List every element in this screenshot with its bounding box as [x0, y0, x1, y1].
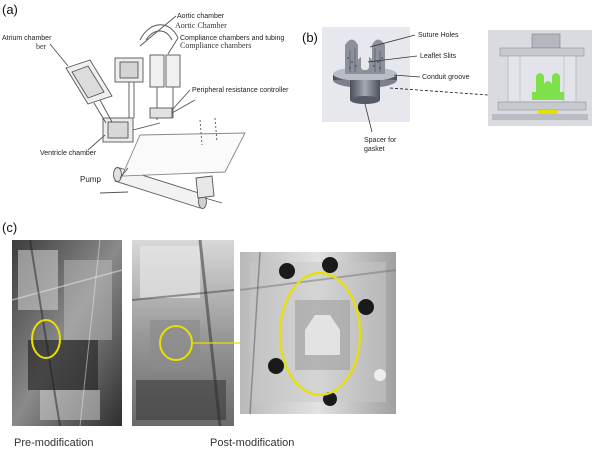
label-ventricle-chamber: Ventricle chamber [40, 150, 97, 157]
label-spacer-line1: Spacer for [364, 137, 397, 144]
label-atrium-ghost: ber [36, 42, 47, 51]
label-aortic-ghost: Aortic Chamber [175, 21, 227, 30]
panel-b-pointers [364, 34, 421, 133]
label-compliance-ghost: Compliance chambers [180, 41, 251, 50]
label-spacer-line2: gasket [364, 146, 385, 153]
highlight-ellipse-pre [31, 319, 61, 359]
photo-zoomed [239, 251, 397, 415]
label-pump: Pump [80, 175, 101, 184]
label-leaflet-slits: Leaflet Slits [420, 53, 457, 60]
chamber-model [492, 33, 588, 120]
bolt-5 [323, 392, 337, 406]
photo-post-modification [131, 239, 235, 427]
label-compliance-chambers: Compliance chambers and tubing [180, 35, 284, 42]
caption-post-modification: Post-modification [210, 437, 294, 449]
valve-green [536, 73, 560, 92]
highlight-ellipse-zoom [278, 271, 362, 397]
photo-pre-modification [11, 239, 123, 427]
label-aortic-chamber: Aortic chamber [177, 13, 225, 20]
panel-c-label: (c) [2, 220, 17, 235]
label-suture-holes: Suture Holes [418, 32, 459, 39]
panel-c: (c) [2, 220, 397, 449]
label-conduit-groove: Conduit groove [422, 74, 470, 81]
bolt-1 [279, 263, 295, 279]
panel-a: (a) [2, 2, 289, 209]
bolt-4 [268, 358, 284, 374]
bolt-3 [358, 299, 374, 315]
valve-green-base [532, 92, 564, 100]
label-atrium-chamber: Atrium chamber [2, 35, 52, 42]
simulator-schematic [49, 15, 246, 209]
bolt-6 [374, 369, 386, 381]
caption-pre-modification: Pre-modification [14, 437, 93, 449]
valve-holder-model [333, 39, 397, 104]
bolt-2 [322, 257, 338, 273]
label-peripheral-resistance: Peripheral resistance controller [192, 87, 289, 94]
panel-b-label: (b) [302, 30, 318, 45]
panel-a-label: (a) [2, 2, 18, 17]
panel-b: (b) Suture Hol [302, 27, 592, 153]
